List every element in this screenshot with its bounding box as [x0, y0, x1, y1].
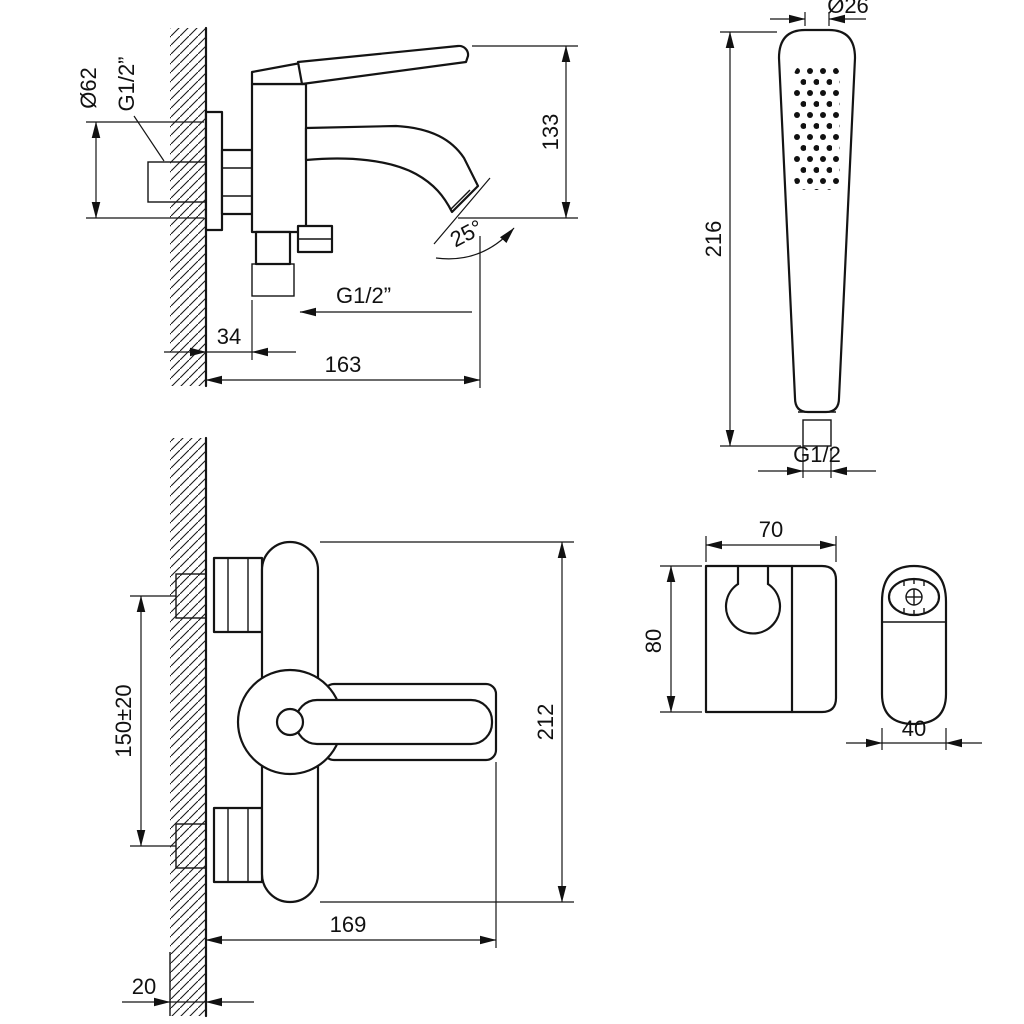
- handle-hub: [275, 707, 305, 737]
- dim-outlet-thread-label: G1/2”: [336, 283, 391, 308]
- dim-shower-length-label: 216: [701, 221, 726, 258]
- wall-section-hatch: [170, 438, 206, 1016]
- dim-wall-diameter-label: Ø62: [76, 67, 101, 109]
- dim-bracket-depth-label: 40: [902, 716, 926, 741]
- shower-bracket-front-view: 40: [846, 564, 982, 750]
- dim-spout-height-label: 133: [538, 114, 563, 151]
- bath-mixer-side-view: [147, 26, 480, 388]
- dim-head-diameter-label: Ø26: [827, 0, 869, 18]
- hand-shower-dimensions: Ø26 216 G1/2: [701, 0, 876, 478]
- spray-face: [794, 64, 840, 190]
- mixer-body: [250, 82, 308, 234]
- hand-shower-view: [777, 28, 857, 447]
- dim-inlet-thread-label: G1/2”: [114, 56, 139, 111]
- wall-section-hatch: [170, 28, 206, 386]
- dim-bracket-width-label: 70: [759, 517, 783, 542]
- dim-total-width-label: 169: [330, 912, 367, 937]
- dim-wall-clearance-label: 20: [132, 974, 156, 999]
- bracket-hook: [724, 582, 782, 635]
- dim-total-height-label: 212: [533, 704, 558, 741]
- front-view-dimensions: 150±20 212 169 20: [111, 541, 574, 1007]
- shower-outlet: [254, 230, 292, 266]
- bracket-body-side: [704, 564, 838, 714]
- dim-connection-thread-label: G1/2: [793, 442, 841, 467]
- aerator-line: [449, 189, 471, 211]
- angle-arc-arrow: [435, 227, 515, 260]
- dim-spout-angle-label: 25°: [446, 215, 487, 253]
- dim-mounting-distance-label: 150±20: [111, 684, 136, 757]
- outlet-thread-block: [251, 263, 295, 297]
- leader-line: [133, 115, 165, 162]
- mounting-nut-top: [212, 556, 264, 634]
- lever-handle-front: [294, 698, 494, 746]
- angle-reference-line: [433, 177, 491, 245]
- spout: [304, 124, 480, 214]
- mounting-nut-bottom: [212, 806, 264, 884]
- hose-thread-connector: [802, 419, 832, 447]
- escutcheon: [204, 110, 224, 232]
- side-view-dimensions: Ø62 G1/2” 133 25° G1/2” 34 163: [76, 45, 578, 388]
- shower-bracket-side-view: 70 80: [641, 517, 838, 714]
- dim-total-length-label: 163: [325, 352, 362, 377]
- dim-outlet-offset-label: 34: [217, 324, 241, 349]
- dim-bracket-height-label: 80: [641, 629, 666, 653]
- mounting-nut: [220, 148, 254, 216]
- bath-mixer-front-view: [169, 436, 498, 1018]
- lever-handle: [296, 44, 470, 86]
